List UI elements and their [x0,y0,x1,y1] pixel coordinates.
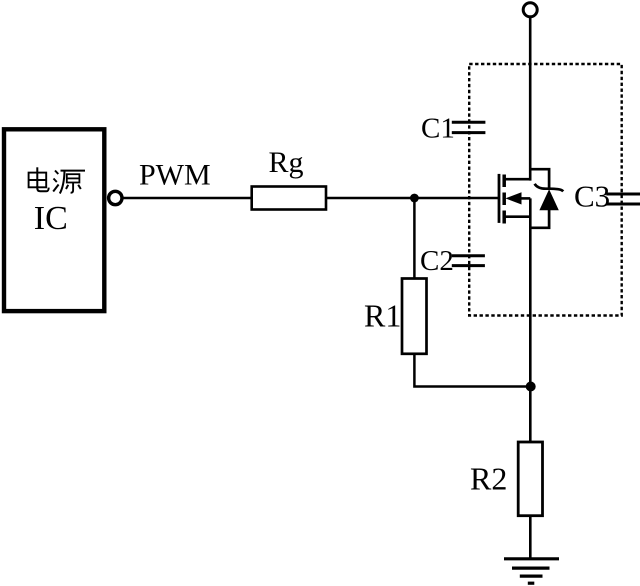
svg-text:Rg: Rg [269,146,304,179]
svg-text:C3: C3 [574,178,610,213]
svg-text:IC: IC [34,200,68,237]
svg-text:C1: C1 [421,113,455,145]
svg-text:C2: C2 [420,245,454,277]
svg-text:PWM: PWM [139,159,211,192]
svg-text:R2: R2 [470,461,507,497]
svg-text:R1: R1 [364,298,401,334]
